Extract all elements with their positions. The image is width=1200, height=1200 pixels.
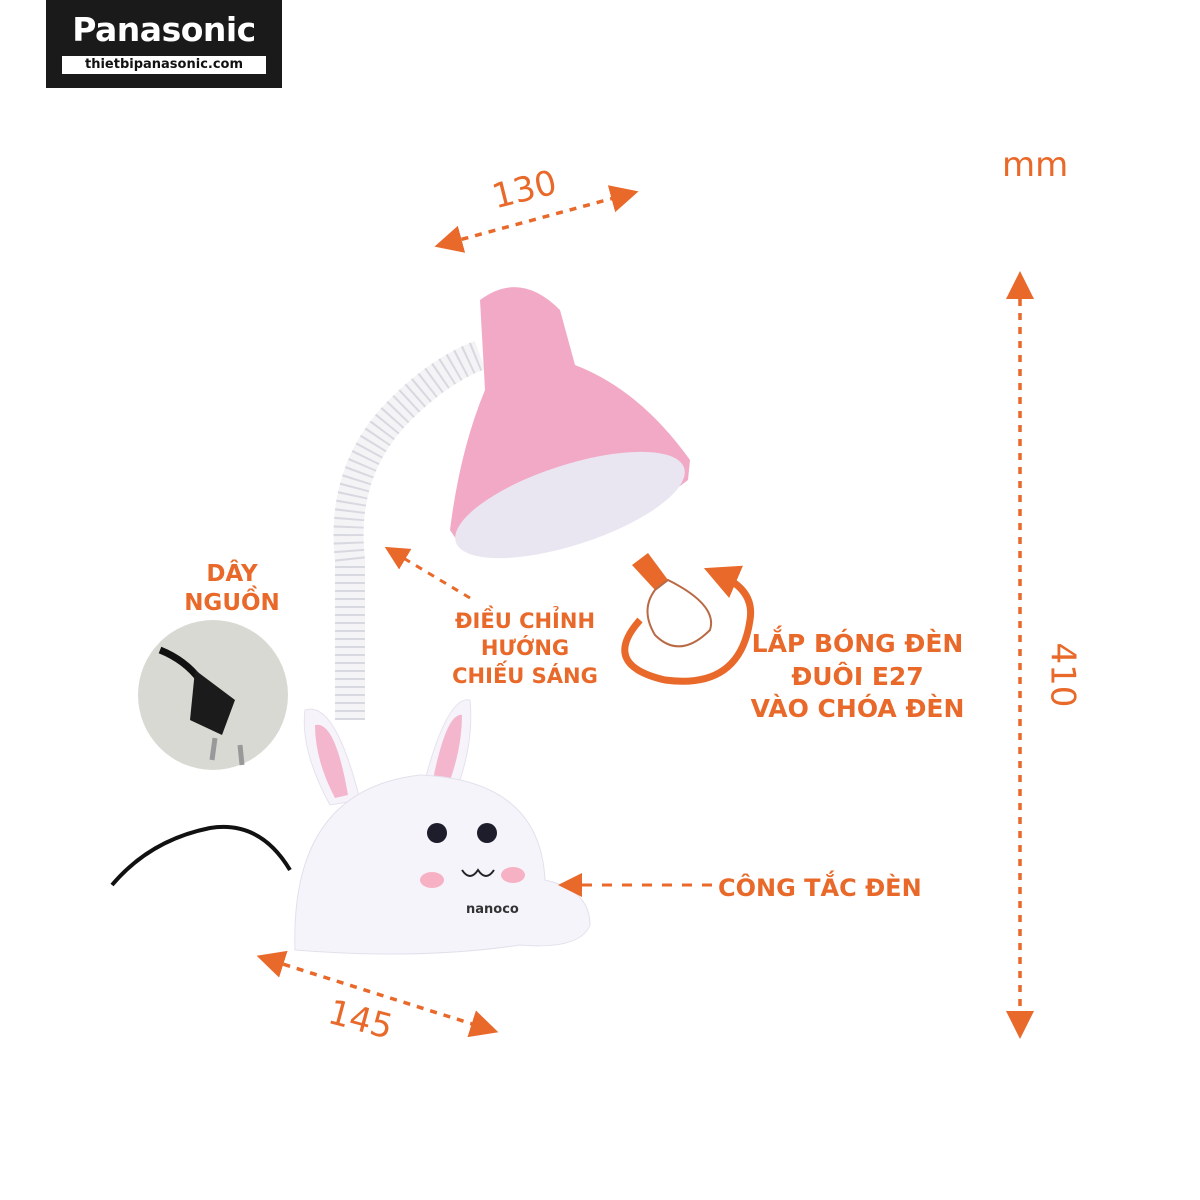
- switch-label: CÔNG TẮC ĐÈN: [718, 874, 922, 902]
- label-line: LẮP BÓNG ĐÈN: [751, 629, 964, 658]
- label-line: ĐUÔI E27: [791, 661, 924, 691]
- label-line: VÀO CHÓA ĐÈN: [750, 694, 965, 723]
- label-line: CHIẾU SÁNG: [452, 663, 598, 688]
- logo-brand: Panasonic: [72, 10, 256, 49]
- label-line: ĐIỀU CHỈNH: [454, 609, 596, 633]
- bulb-label: LẮP BÓNG ĐÈN ĐUÔI E27 VÀO CHÓA ĐÈN: [730, 628, 985, 726]
- label-line: HƯỚNG: [480, 636, 570, 661]
- label-line: DÂY: [206, 561, 258, 587]
- label-line: NGUỒN: [184, 589, 280, 616]
- logo-url: thietbipanasonic.com: [62, 56, 266, 74]
- height-value: 410: [1042, 642, 1083, 708]
- power-cord-label: DÂY NGUỒN: [162, 560, 302, 618]
- bulb-icon: [632, 553, 713, 648]
- power-plug-image: [138, 620, 288, 770]
- product-brand: nanoco: [466, 902, 519, 917]
- power-cord: [110, 825, 292, 887]
- unit-label: mm: [1002, 145, 1069, 185]
- panasonic-logo: Panasonic thietbipanasonic.com: [46, 0, 282, 88]
- rotate-arrow-icon: [621, 565, 755, 685]
- adjust-direction-label: ĐIỀU CHỈNH HƯỚNG CHIẾU SÁNG: [430, 608, 620, 690]
- adjust-pointer-arrow: [384, 546, 471, 600]
- base-width-dimension-arrow: [256, 950, 499, 1038]
- lamp-image: [294, 287, 690, 955]
- top-width-dimension-arrow: [434, 185, 639, 253]
